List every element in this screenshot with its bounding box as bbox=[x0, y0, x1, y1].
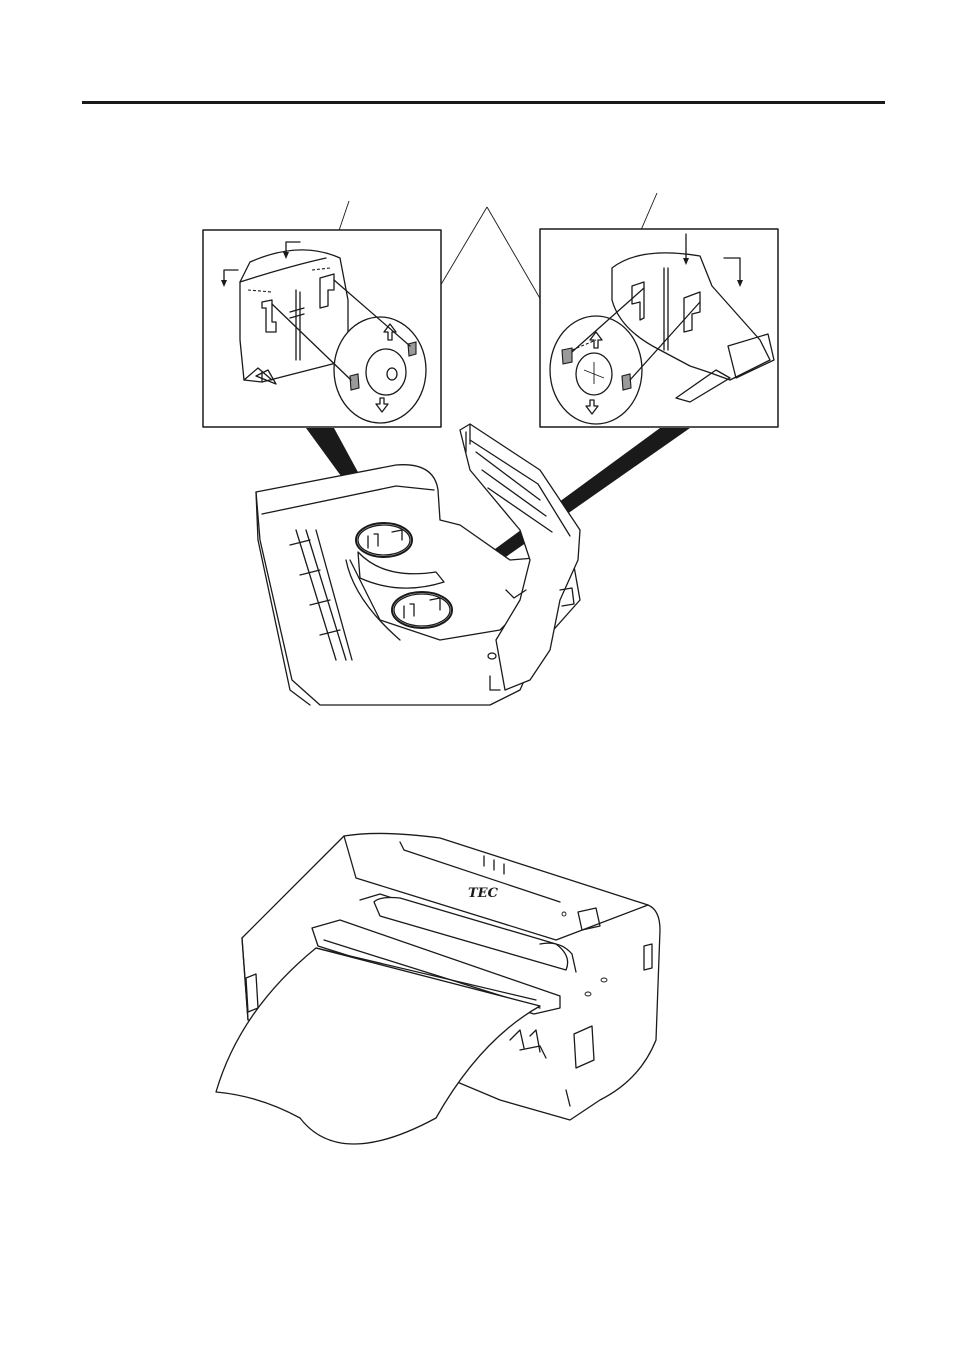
left-detail-inset bbox=[203, 230, 441, 427]
figure-printer-paper-feed: TEC bbox=[216, 833, 660, 1144]
brand-logo-text: TEC bbox=[468, 886, 499, 901]
open-printer-base bbox=[256, 424, 580, 705]
figure-ribbon-spool-install bbox=[203, 193, 778, 705]
right-detail-inset bbox=[540, 229, 778, 427]
